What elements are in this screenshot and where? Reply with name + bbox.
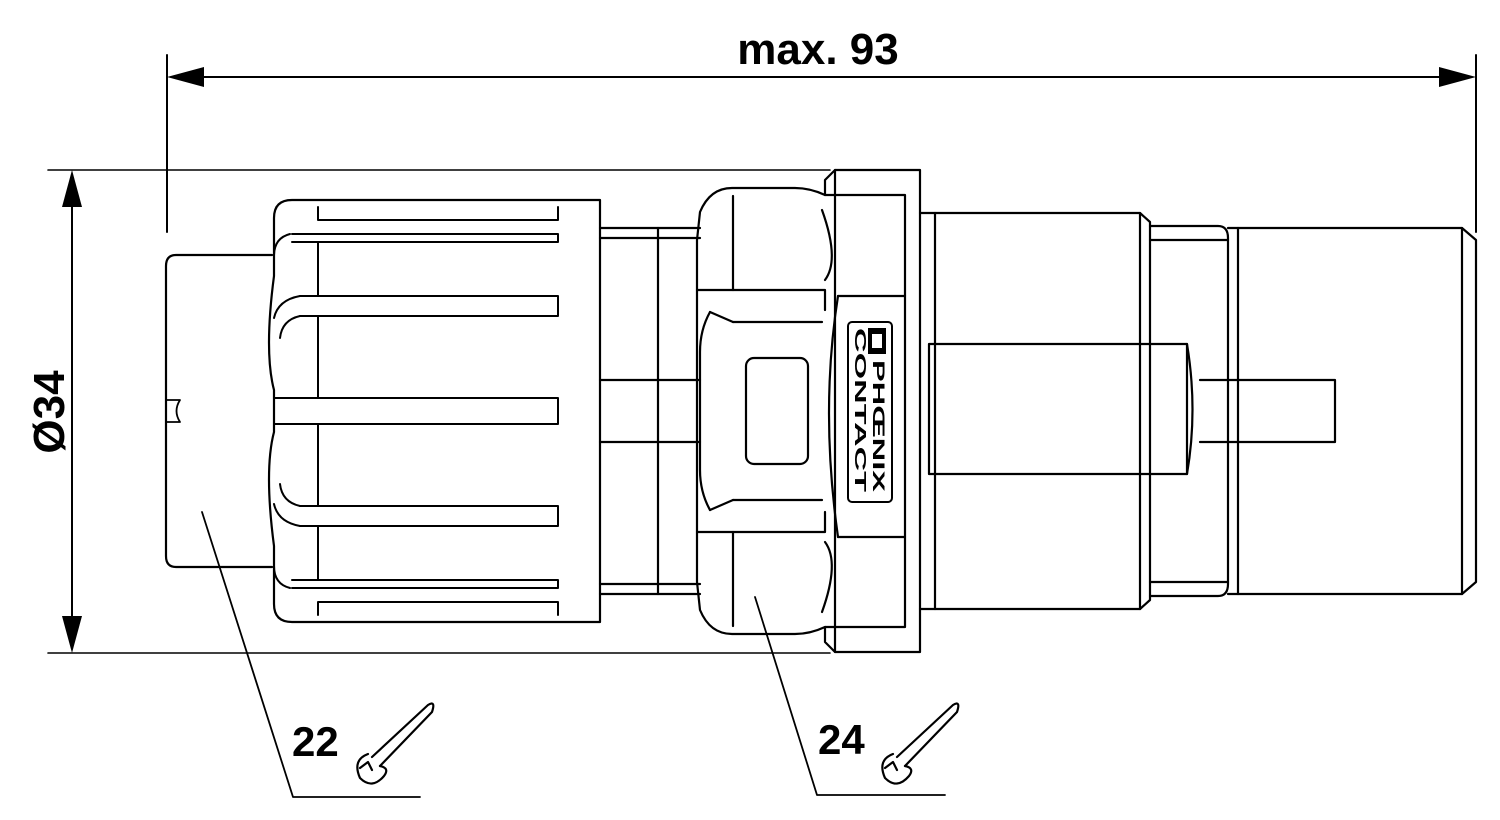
- mating-face: [1226, 226, 1478, 596]
- thread-flat: [927, 342, 1189, 476]
- logo-frame: [847, 321, 893, 503]
- neck: [1148, 224, 1337, 598]
- indicator-window: [744, 356, 810, 466]
- wrench-callout-24: 24: [754, 596, 960, 796]
- diameter-dimension: Ø34: [25, 169, 831, 654]
- threaded-section: [918, 211, 1194, 611]
- diameter-arrow-top: [62, 170, 82, 207]
- length-arrow-right: [1439, 67, 1476, 87]
- logo-mark-inner: [872, 334, 882, 348]
- connector-body: [164, 168, 1478, 654]
- cable-seal: [164, 253, 274, 569]
- logo-text-line2: CONTACT: [851, 328, 868, 492]
- logo-text-line1: PHŒNIX: [869, 360, 888, 493]
- leader-line-22: [201, 511, 421, 798]
- hex-coupling-nut: [695, 168, 837, 654]
- length-dimension: max. 93: [166, 25, 1477, 233]
- manufacturer-logo: PHŒNIX CONTACT: [851, 328, 888, 493]
- middle-sleeve: [598, 226, 702, 596]
- length-arrow-left: [167, 67, 204, 87]
- main-housing: [823, 168, 922, 654]
- collet-nut: [267, 198, 602, 624]
- wrench-callout-22: 22: [201, 511, 435, 798]
- wrench-icon: [881, 702, 960, 785]
- wrench-size-24-label: 24: [818, 716, 865, 763]
- collet-fingers: [273, 206, 559, 616]
- length-label: max. 93: [737, 25, 898, 74]
- diameter-label: Ø34: [25, 370, 74, 454]
- wrench-size-22-label: 22: [292, 718, 339, 765]
- wrench-icon: [356, 702, 435, 785]
- leader-line-24: [754, 596, 946, 796]
- diameter-arrow-bottom: [62, 616, 82, 653]
